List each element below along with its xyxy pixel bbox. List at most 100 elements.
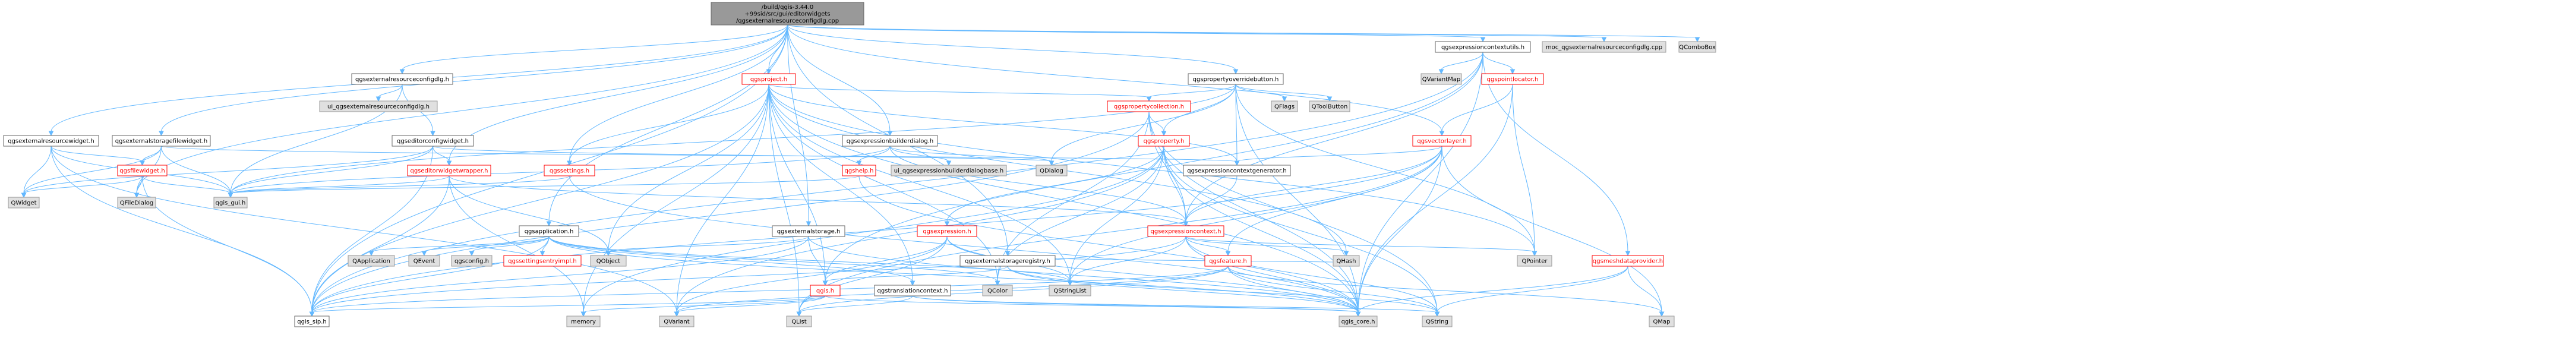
node-project[interactable]: qgsproject.h [741, 73, 796, 85]
node-qcolor[interactable]: QColor [982, 285, 1013, 296]
node-box [1309, 100, 1350, 112]
node-moc[interactable]: moc_qgsexternalresourceconfigdlg.cpp [1542, 41, 1666, 53]
node-box [1542, 41, 1666, 53]
node-propoverride[interactable]: qgspropertyoverridebutton.h [1188, 73, 1284, 85]
edge-root-to-application [546, 24, 788, 227]
node-qevent[interactable]: QEvent [408, 255, 440, 267]
node-extstorage[interactable]: qgsexternalstorage.h [772, 225, 845, 237]
node-memory[interactable]: memory [566, 315, 601, 327]
node-meshprovider[interactable]: qgsmeshdataprovider.h [1592, 255, 1664, 267]
edge-meshprovider-to-qmap [1627, 266, 1665, 317]
node-qpointer[interactable]: QPointer [1517, 255, 1552, 267]
node-label: qgis_gui.h [216, 200, 246, 207]
node-qtoolbutton[interactable]: QToolButton [1309, 100, 1350, 112]
node-qgsconfig[interactable]: qgsconfig.h [451, 255, 493, 267]
node-propcollection[interactable]: qgspropertycollection.h [1107, 100, 1191, 112]
node-label: qgsvectorlayer.h [1417, 138, 1466, 145]
node-qwidget[interactable]: QWidget [8, 197, 40, 209]
node-erw[interactable]: qgsexternalresourcewidget.h [3, 135, 99, 147]
node-qlist[interactable]: QList [786, 315, 812, 327]
node-ui_expbuilder[interactable]: ui_qgsexpressionbuilderdialogbase.h [891, 165, 1007, 176]
node-label: /qgsexternalresourceconfigdlg.cpp [736, 18, 839, 24]
node-ui_ercd[interactable]: ui_qgsexternalresourceconfigdlg.h [319, 100, 438, 112]
node-qvariant[interactable]: QVariant [659, 315, 694, 327]
node-settingsentry[interactable]: qgssettingsentryimpl.h [503, 255, 582, 267]
node-box [1649, 315, 1675, 327]
node-qfiledialog[interactable]: QFileDialog [117, 197, 156, 209]
node-box [1517, 255, 1552, 267]
node-ecw[interactable]: qgseditorconfigwidget.h [392, 135, 474, 147]
node-label: qgsexternalstorageregistry.h [965, 258, 1050, 265]
node-ewr[interactable]: qgseditorwidgetwrapper.h [407, 165, 491, 176]
node-label: qgstranslationcontext.h [877, 288, 948, 295]
node-qapplication[interactable]: QApplication [348, 255, 395, 267]
node-qmap[interactable]: QMap [1649, 315, 1675, 327]
node-qcombobox[interactable]: QComboBox [1678, 41, 1716, 53]
edge-propcollection-to-property [1148, 111, 1167, 137]
node-expbuilderdlg[interactable]: qgsexpressionbuilderdialog.h [842, 135, 938, 147]
node-expression[interactable]: qgsexpression.h [917, 225, 977, 237]
edge-project-to-qcolor [768, 84, 1000, 286]
edge-ecw-to-ewr [433, 146, 452, 166]
edge-extstorage-to-qobject [605, 236, 809, 257]
node-label: qgsfeature.h [1209, 258, 1247, 265]
node-pointlocator[interactable]: qgspointlocator.h [1481, 73, 1544, 85]
edge-root-to-extstorage [787, 24, 812, 227]
edge-project-to-propcollection [768, 84, 1152, 102]
edge-expcontext-to-qpointer [1185, 236, 1538, 257]
node-qdialog[interactable]: QDialog [1036, 165, 1068, 176]
node-box [519, 225, 579, 237]
node-label: moc_qgsexternalresourceconfigdlg.cpp [1546, 45, 1662, 51]
node-label: qgsexpressionbuilderdialog.h [847, 138, 934, 145]
node-sip[interactable]: qgis_sip.h [294, 315, 330, 327]
node-box [407, 165, 491, 176]
node-qobject[interactable]: QObject [590, 255, 627, 267]
edge-exputils-to-qgsh [822, 52, 1483, 286]
node-qstring[interactable]: QString [1422, 315, 1453, 327]
edge-meshprovider-to-core [1355, 266, 1628, 317]
node-translation[interactable]: qgstranslationcontext.h [874, 285, 951, 296]
node-settings[interactable]: qgssettings.h [544, 165, 595, 176]
node-box [408, 255, 440, 267]
node-qhash[interactable]: QHash [1333, 255, 1360, 267]
node-box [590, 255, 627, 267]
node-storageregistry[interactable]: qgsexternalstorageregistry.h [959, 255, 1056, 267]
node-box [1107, 100, 1191, 112]
node-box [8, 197, 40, 209]
edge-project-to-qgsh [768, 84, 828, 286]
node-exputils[interactable]: qgsexpressioncontextutils.h [1435, 41, 1531, 53]
node-vectorlayer[interactable]: qgsvectorlayer.h [1412, 135, 1472, 147]
node-help[interactable]: qgshelp.h [842, 165, 876, 176]
node-label: QWidget [11, 200, 36, 207]
node-expcontextgen[interactable]: qgsexpressioncontextgenerator.h [1183, 165, 1291, 176]
edge-pointlocator-to-qpointer [1512, 84, 1538, 257]
node-label: QObject [596, 258, 621, 265]
node-root[interactable]: /build/qgis-3.44.0+99sid/src/gui/editorw… [711, 2, 864, 26]
node-qflags[interactable]: QFlags [1271, 100, 1298, 112]
node-feature[interactable]: qgsfeature.h [1204, 255, 1252, 267]
node-qstringlist[interactable]: QStringList [1049, 285, 1091, 296]
node-fw[interactable]: qgsfilewidget.h [117, 165, 168, 176]
node-label: qgshelp.h [844, 168, 873, 175]
node-label: qgsconfig.h [454, 258, 489, 265]
node-label: qgsproperty.h [1144, 138, 1185, 145]
node-qvariantmap[interactable]: QVariantMap [1420, 73, 1462, 85]
node-label: QFileDialog [120, 200, 153, 207]
edge-exputils-to-pointlocator [1482, 52, 1516, 75]
node-qgsh[interactable]: qgis.h [810, 285, 841, 296]
node-core[interactable]: qgis_core.h [1338, 315, 1378, 327]
node-gui[interactable]: qgis_gui.h [213, 197, 248, 209]
edge-fw-to-qwidget [21, 175, 143, 198]
node-esfw[interactable]: qgsexternalstoragefilewidget.h [112, 135, 211, 147]
node-box [842, 135, 938, 147]
node-expcontext[interactable]: qgsexpressioncontext.h [1147, 225, 1224, 237]
node-box [503, 255, 582, 267]
node-box [1481, 73, 1544, 85]
node-ercd[interactable]: qgsexternalresourceconfigdlg.h [351, 73, 453, 85]
node-property[interactable]: qgsproperty.h [1138, 135, 1190, 147]
edge-root-to-propoverride [787, 24, 1239, 75]
edge-fw-to-sip [142, 175, 315, 317]
node-box [1036, 165, 1068, 176]
node-application[interactable]: qgsapplication.h [519, 225, 579, 237]
node-box [544, 165, 595, 176]
